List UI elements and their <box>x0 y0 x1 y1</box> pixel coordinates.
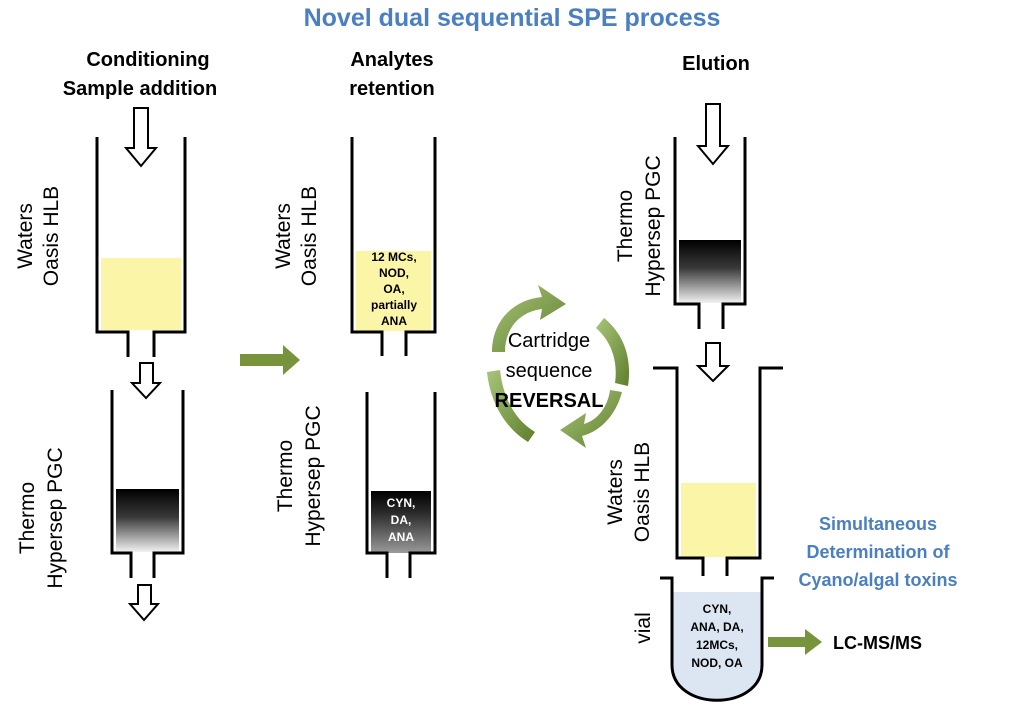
pgc-retained-3: ANA <box>388 530 414 544</box>
down-arrow-icon <box>695 342 731 383</box>
reversal-line3: REVERSAL <box>495 390 604 412</box>
thermo-label-step2-line2: Hypersep PGC <box>302 405 325 546</box>
step3-header: Elution <box>682 53 750 75</box>
waters-label-step3-line2: Oasis HLB <box>631 442 654 542</box>
analysis-label: LC-MS/MS <box>833 633 922 653</box>
step2-header-line2: retention <box>349 78 435 100</box>
pgc-retained-2: DA, <box>391 513 412 527</box>
pgc-cartridge-step1 <box>110 390 185 578</box>
hlb-retained-5: ANA <box>381 314 407 328</box>
waters-label-step1-line2: Oasis HLB <box>40 186 63 286</box>
vial <box>660 576 774 702</box>
thermo-label-step1-line1: Thermo <box>16 482 39 554</box>
step1-header-line2: Sample addition <box>63 78 217 100</box>
down-arrow-icon <box>127 584 161 622</box>
pgc-retained-1: CYN, <box>387 496 416 510</box>
waters-label-step2-line2: Oasis HLB <box>298 186 321 286</box>
process-arrow-icon <box>240 345 300 375</box>
result-line2: Determination of <box>806 542 950 562</box>
vial-content-2: ANA, DA, <box>690 620 743 634</box>
result-line3: Cyano/algal toxins <box>798 570 957 590</box>
pgc-cartridge-step3 <box>673 137 747 329</box>
pgc-cartridge-step2 <box>365 392 437 578</box>
reversal-cycle-icon <box>487 285 630 448</box>
hlb-cartridge-step1 <box>95 137 187 357</box>
thermo-label-step1-line2: Hypersep PGC <box>44 447 67 588</box>
down-arrow-icon <box>695 103 731 166</box>
waters-label-step2-line1: Waters <box>272 203 295 269</box>
vial-label: vial <box>632 612 655 644</box>
process-arrow-icon <box>768 629 822 655</box>
down-arrow-icon <box>129 362 163 400</box>
hlb-retained-1: 12 MCs, <box>371 250 416 264</box>
thermo-label-step2-line1: Thermo <box>274 440 297 512</box>
result-line1: Simultaneous <box>819 514 937 534</box>
step2-header-line1: Analytes <box>350 49 433 71</box>
thermo-label-step3-line1: Thermo <box>614 190 637 262</box>
hlb-retained-3: OA, <box>383 282 404 296</box>
vial-content-1: CYN, <box>703 602 732 616</box>
step1-header-line1: Conditioning <box>86 49 209 71</box>
waters-label-step3-line1: Waters <box>604 459 627 525</box>
hlb-retained-2: NOD, <box>379 266 409 280</box>
thermo-label-step3-line2: Hypersep PGC <box>642 155 665 296</box>
waters-label-step1-line1: Waters <box>14 203 37 269</box>
hlb-cartridge-step3 <box>653 366 783 576</box>
down-arrow-icon <box>123 107 159 168</box>
vial-content-4: NOD, OA <box>691 656 743 670</box>
hlb-retained-4: partially <box>371 298 417 312</box>
reversal-line2: sequence <box>506 360 593 382</box>
vial-content-3: 12MCs, <box>696 638 738 652</box>
reversal-line1: Cartridge <box>508 330 590 352</box>
diagram-title: Novel dual sequential SPE process <box>304 4 721 32</box>
hlb-cartridge-step2 <box>350 137 437 356</box>
